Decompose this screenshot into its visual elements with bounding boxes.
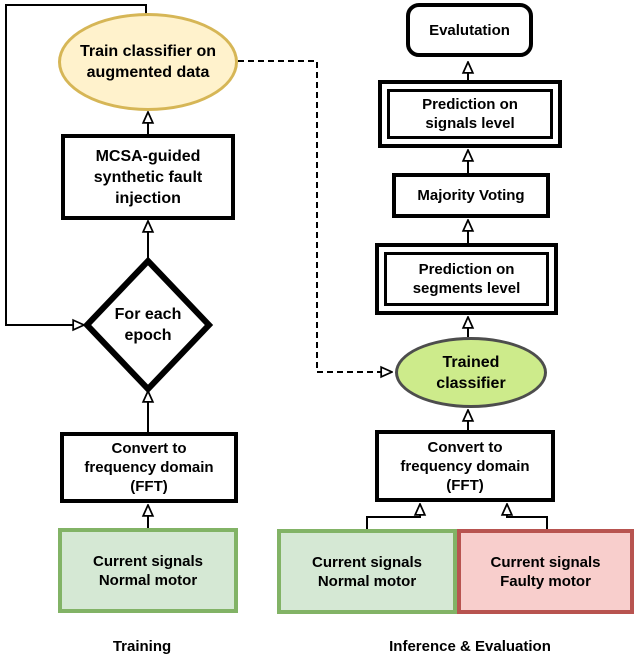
inference-section-label: Inference & Evaluation — [389, 638, 551, 655]
arrow-faulty-to-fft-right — [507, 504, 548, 529]
current-signals-faulty-node: Current signals Faulty motor — [457, 529, 634, 614]
evaluation-node: Evalutation — [406, 3, 533, 57]
fft-node-training: Convert to frequency domain (FFT) — [60, 432, 238, 503]
majority-voting-node: Majority Voting — [392, 173, 550, 218]
dashed-arrow-train-to-trained-classifier — [238, 60, 392, 372]
training-section-label: Training — [112, 638, 172, 655]
prediction-segments-node: Prediction on segments level — [375, 243, 558, 315]
trained-classifier-node: Trained classifier — [395, 337, 547, 408]
train-classifier-node: Train classifier on augmented data — [58, 13, 238, 111]
prediction-signals-label: Prediction on signals level — [387, 89, 553, 139]
mcsa-injection-node: MCSA-guided synthetic fault injection — [61, 134, 235, 220]
prediction-segments-label: Prediction on segments level — [384, 252, 549, 306]
for-each-epoch-label: For each epoch — [114, 306, 182, 344]
for-each-epoch-diamond — [82, 256, 214, 394]
fft-node-inference: Convert to frequency domain (FFT) — [375, 430, 555, 502]
arrow-normal-to-fft-right — [366, 504, 420, 529]
current-signals-normal-inference-node: Current signals Normal motor — [277, 529, 457, 614]
prediction-signals-node: Prediction on signals level — [378, 80, 562, 148]
loop-train-classifier-to-diamond — [5, 4, 147, 325]
current-signals-normal-training-node: Current signals Normal motor — [58, 528, 238, 613]
